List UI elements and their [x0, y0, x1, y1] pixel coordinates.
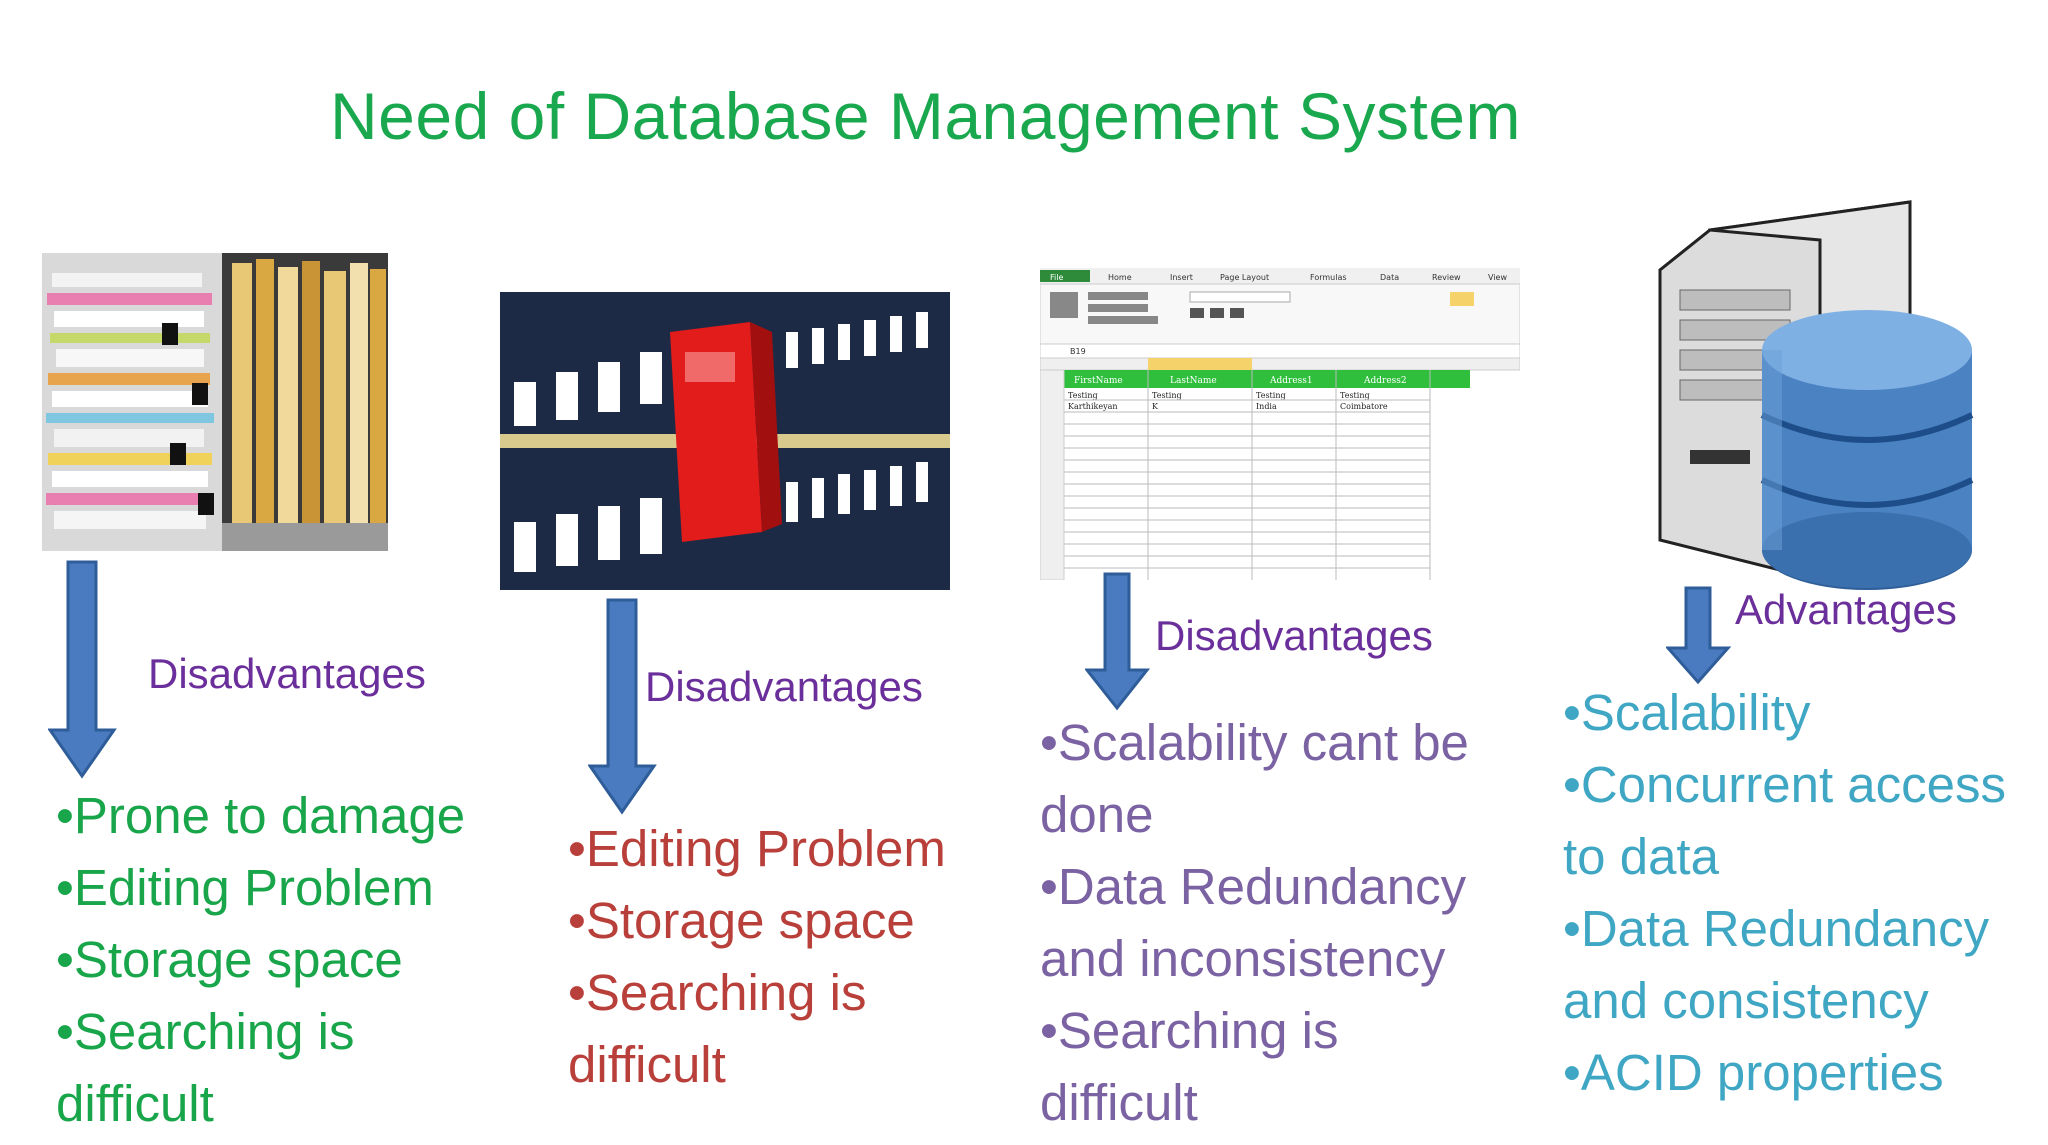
list-item: •Editing Problem: [56, 859, 434, 916]
database-server-icon: [1658, 200, 1974, 590]
down-arrow-icon: [1666, 586, 1732, 685]
list-item: •Prone to damage: [56, 787, 466, 844]
slide-title: Need of Database Management System: [330, 79, 1521, 153]
list-item: •Searching is: [568, 964, 867, 1021]
svg-text:Coimbatore: Coimbatore: [1340, 402, 1388, 411]
svg-text:Formulas: Formulas: [1310, 273, 1347, 282]
svg-text:Home: Home: [1108, 273, 1132, 282]
svg-text:Address1: Address1: [1269, 376, 1313, 386]
svg-text:India: India: [1256, 402, 1277, 411]
svg-text:Testing: Testing: [1068, 391, 1098, 400]
list-item: •Concurrent access: [1563, 756, 2007, 813]
svg-text:Data: Data: [1380, 273, 1399, 282]
list-item: •Storage space: [568, 892, 915, 949]
down-arrow-icon: [588, 598, 657, 815]
svg-text:LastName: LastName: [1170, 376, 1217, 386]
down-arrow-icon: [1085, 572, 1151, 711]
svg-text:Testing: Testing: [1340, 391, 1370, 400]
svg-text:File: File: [1050, 273, 1063, 282]
svg-text:Page Layout: Page Layout: [1220, 273, 1269, 282]
list-item: •Searching is: [56, 1003, 355, 1060]
column-4-list: •Scalability •Concurrent access to data …: [1563, 677, 2006, 1109]
binder-shelf-icon: [500, 292, 950, 590]
list-item: •Editing Problem: [568, 820, 946, 877]
paper-files-stack-icon: [42, 253, 388, 551]
svg-text:Insert: Insert: [1170, 273, 1193, 282]
svg-text:Review: Review: [1432, 273, 1461, 282]
list-item: difficult: [568, 1036, 726, 1093]
list-item: difficult: [56, 1075, 214, 1132]
list-item: •ACID properties: [1563, 1044, 1944, 1101]
list-item: and inconsistency: [1040, 930, 1446, 987]
svg-text:Karthikeyan: Karthikeyan: [1068, 402, 1118, 411]
svg-text:K: K: [1152, 402, 1159, 411]
svg-text:Testing: Testing: [1152, 391, 1182, 400]
list-item: •Storage space: [56, 931, 403, 988]
list-item: •Data Redundancy: [1563, 900, 1990, 957]
list-item: •Searching is: [1040, 1002, 1339, 1059]
list-item: •Scalability cant be: [1040, 714, 1469, 771]
column-3-list: •Scalability cant be done •Data Redundan…: [1040, 707, 1469, 1139]
spreadsheet-icon: File Home Insert Page Layout Formulas Data R…: [1040, 268, 1520, 580]
column-2-label: Disadvantages: [645, 663, 923, 710]
down-arrow-icon: [48, 560, 117, 779]
svg-text:Testing: Testing: [1256, 391, 1286, 400]
svg-text:FirstName: FirstName: [1074, 376, 1123, 386]
list-item: •Scalability: [1563, 684, 1811, 741]
svg-text:B19: B19: [1070, 347, 1086, 356]
list-item: and consistency: [1563, 972, 1929, 1029]
column-4-label: Advantages: [1735, 586, 1957, 633]
column-3-label: Disadvantages: [1155, 612, 1433, 659]
list-item: difficult: [1040, 1074, 1198, 1131]
column-2-list: •Editing Problem •Storage space •Searchi…: [568, 813, 946, 1101]
svg-text:View: View: [1488, 273, 1507, 282]
svg-text:Address2: Address2: [1363, 376, 1407, 386]
column-1-label: Disadvantages: [148, 650, 426, 697]
column-1-list: •Prone to damage •Editing Problem •Stora…: [56, 780, 465, 1140]
list-item: to data: [1563, 828, 1719, 885]
list-item: done: [1040, 786, 1154, 843]
list-item: •Data Redundancy: [1040, 858, 1467, 915]
